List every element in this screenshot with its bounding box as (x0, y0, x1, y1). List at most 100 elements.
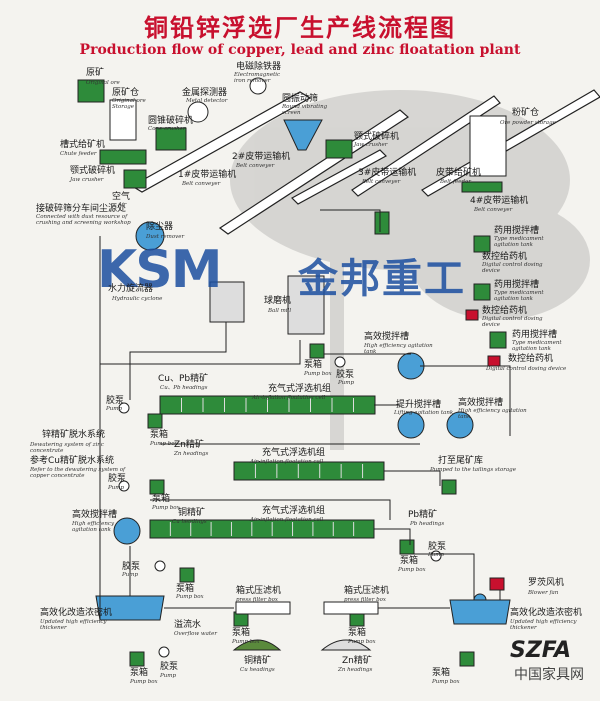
float-cells-1-sublabel: Air-inflation floatation cell (252, 395, 326, 401)
raw-ore-label: 原矿 (86, 68, 105, 78)
pump-rubber-1-sublabel: Pump (338, 380, 354, 386)
pump-box-3-sublabel: Pump box (152, 505, 180, 511)
thickener-1-label: 高效化改造浓密机 (40, 608, 113, 618)
round-screen-label: 圆振动筛 (282, 94, 319, 104)
belt-3-label: 3#皮带运输机 (358, 168, 417, 178)
ore-bin-sublabel: Original ore Storage (112, 98, 146, 110)
dust-remover-icon (135, 221, 165, 251)
cu-conc-sublabel: Cu headings (172, 519, 207, 525)
dosing-3-sublabel: Digital control dosing device (486, 366, 567, 372)
float-cells-3-sublabel: Air-inflation floatation cell (250, 517, 324, 523)
ball-mill-icon (287, 275, 325, 335)
he-agitation-3-label: 高效搅拌槽 (72, 510, 118, 520)
page-title: 铜铅锌浮选厂生产线流程图 (144, 14, 456, 42)
ore-bin-label: 原矿仓 (112, 88, 140, 98)
pump-box-4-label: 泵箱 (176, 584, 195, 594)
belt-feeder-label: 皮带给矿机 (436, 168, 482, 178)
float-cells-1-label: 充气式浮选机组 (268, 384, 332, 394)
thickener-1-sublabel: Updated high efficiency thickener (40, 619, 107, 631)
he-agitation-1-label: 高效搅拌槽 (364, 332, 410, 342)
round-screen-icon (283, 119, 323, 151)
pump-box-9-sublabel: Pump box (432, 679, 460, 685)
pump-rubber-3-sublabel: Pump (108, 485, 124, 491)
pump-box-7-sublabel: Pump box (232, 639, 260, 645)
pump-box-6-sublabel: Pump box (130, 679, 158, 685)
pump-box-7-label: 泵箱 (232, 628, 251, 638)
belt-4-label: 4#皮带运输机 (470, 196, 529, 206)
dust-remover-sublabel: Dust remover (146, 234, 185, 240)
pump-boxes (129, 343, 475, 667)
float-cells-2-sublabel: Air-inflation floatation cell (250, 459, 324, 465)
powder-bin-label: 粉矿仓 (512, 108, 540, 118)
overflow-sublabel: Overflow water (174, 631, 218, 637)
pump-rubber-5-sublabel: Pump (428, 552, 444, 558)
cu-conc-label: 铜精矿 (178, 508, 206, 518)
hydrocyclone-sublabel: Hydraulic cyclone (112, 296, 163, 302)
dosing-1-label: 数控给药机 (482, 252, 528, 262)
cu-final-sublabel: Cu headings (240, 667, 275, 673)
rubber-pumps (118, 356, 442, 658)
lift-agitation-sublabel: Lifting agitation tank (394, 410, 454, 416)
blower-label: 罗茨风机 (528, 578, 565, 588)
metal-detector-icon (187, 101, 209, 123)
ball-mill-sublabel: Ball mill (268, 308, 292, 314)
overflow-label: 溢流水 (174, 620, 202, 630)
belt-4-sublabel: Belt conveyer (474, 207, 513, 213)
blower-sublabel: Blower fan (528, 590, 559, 596)
cu-final-label: 铜精矿 (244, 656, 272, 666)
dosing-1-sublabel: Digital control dosing device (482, 262, 543, 274)
lift-agitation-label: 提升搅拌槽 (396, 400, 442, 410)
zn-final-label: Zn精矿 (342, 656, 372, 666)
jaw-crusher-2-sublabel: Jaw crusher (354, 142, 388, 148)
raw-ore-icon (77, 79, 105, 103)
pump-box-5-label: 泵箱 (400, 556, 419, 566)
iron-remover-icon (249, 77, 267, 95)
agitation-3-label: 药用搅拌槽 (512, 330, 558, 340)
pump-box-1-sublabel: Pump box (304, 371, 332, 377)
zn-dewater-sublabel: Dewatering system of zinc concentrate (30, 442, 104, 454)
filter-press-2-icon (323, 601, 379, 615)
chute-feeder-label: 槽式给矿机 (60, 140, 106, 150)
site-watermark: 中国家具网 (514, 667, 584, 683)
ball-mill-label: 球磨机 (264, 296, 292, 306)
raw-ore-sublabel: Original ore (86, 80, 120, 86)
jaw-crusher-icon (123, 169, 147, 189)
metal-detector-sublabel: Metal detector (186, 98, 228, 104)
he-agitation-3-sublabel: High efficiency agitation tank (72, 521, 115, 533)
jaw-crusher-label: 颚式破碎机 (70, 166, 116, 176)
dosing-3-label: 数控给药机 (508, 354, 554, 364)
jaw-crusher-2-label: 颚式破碎机 (354, 132, 400, 142)
belt-1-sublabel: Belt conveyer (182, 181, 221, 187)
blower-icon (489, 577, 505, 591)
belt-2-sublabel: Belt conveyer (236, 163, 275, 169)
pb-conc-sublabel: Pb headings (410, 521, 445, 527)
belt-1-label: 1#皮带运输机 (178, 170, 237, 180)
szfa-watermark: SZFA (510, 638, 572, 663)
thickener-1-icon (95, 595, 165, 621)
tailings-sublabel: Pumped to the tailings storage (430, 467, 516, 473)
cupb-dewater-label: 参考Cu精矿脱水系统 (30, 456, 114, 466)
belt-2-label: 2#皮带运输机 (232, 152, 291, 162)
cu-pb-conc-sublabel: Cu、Pb headings (160, 385, 208, 391)
pump-box-6-label: 泵箱 (130, 668, 149, 678)
agitation-3-sublabel: Type medicament agitation tank (512, 340, 562, 352)
pump-box-2-label: 泵箱 (150, 430, 169, 440)
zn-dewater-label: 锌精矿脱水系统 (42, 430, 106, 440)
iron-remover-sublabel: Electromagnetic iron remover (234, 72, 281, 84)
jaw-crusher-2-icon (325, 139, 353, 159)
agitation-2-sublabel: Type medicament agitation tank (494, 290, 544, 302)
pump-rubber-6-label: 胶泵 (160, 662, 179, 672)
cu-pile-icon (232, 639, 282, 651)
filter-1-label: 箱式压滤机 (236, 586, 282, 596)
pump-box-4-sublabel: Pump box (176, 594, 204, 600)
round-screen-sublabel: Round vibrating screen (282, 104, 328, 116)
thickener-2-icon (449, 599, 511, 625)
pump-rubber-6-sublabel: Pump (160, 673, 176, 679)
thickener-2-label: 高效化改造浓密机 (510, 608, 583, 618)
pump-box-5-sublabel: Pump box (398, 567, 426, 573)
thickeners-filters (95, 577, 511, 651)
grinding-section (135, 211, 390, 335)
hydrocyclone-icon (209, 281, 245, 323)
filter-press-1-icon (235, 601, 291, 615)
